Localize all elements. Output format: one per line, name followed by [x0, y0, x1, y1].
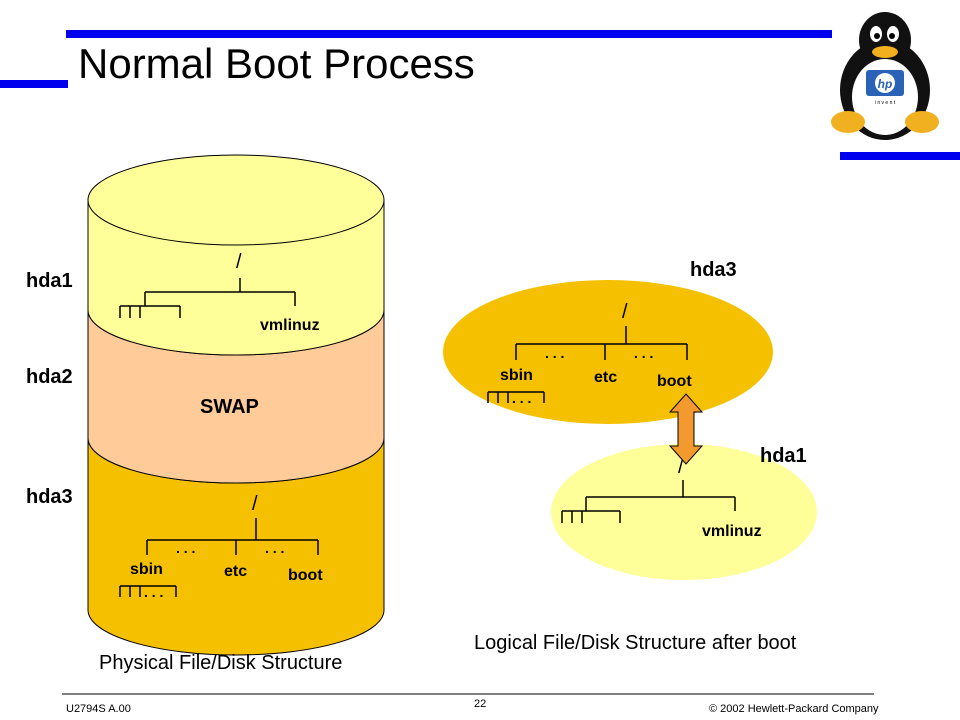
logical-hda3-ellipsis-3: . . . [512, 390, 531, 406]
physical-hda3-root: / [252, 493, 258, 515]
page-number: 22 [474, 698, 487, 710]
logical-hda3-root: / [622, 301, 628, 323]
invent-text: i n v e n t [875, 100, 896, 106]
physical-hda3-sbin: sbin [130, 561, 163, 578]
physical-hda1-vmlinuz: vmlinuz [260, 317, 320, 334]
physical-hda1-root: / [236, 251, 242, 273]
logical-hda3-boot: boot [657, 373, 692, 390]
logical-hda3-tree [487, 326, 688, 403]
logical-hda3-ellipse [443, 280, 773, 424]
physical-hda3-boot: boot [288, 567, 323, 584]
top-accent-bar [66, 30, 832, 38]
physical-hda3-ellipsis-2: . . . [265, 540, 284, 556]
logical-caption: Logical File/Disk Structure after boot [474, 632, 797, 654]
logical-hda1-ellipse [551, 444, 817, 580]
physical-hda3-etc: etc [224, 563, 247, 580]
swap-label: SWAP [200, 396, 259, 418]
logical-hda3-ellipsis-1: . . . [545, 345, 564, 361]
right-accent-bar [840, 152, 960, 160]
physical-hda3-tree [119, 518, 319, 597]
logical-hda3-sbin: sbin [500, 367, 533, 384]
hda3-label: hda3 [26, 486, 73, 508]
logical-hda1-root: / [678, 456, 684, 478]
physical-hda3-ellipsis-1: . . . [176, 540, 195, 556]
logical-hda3-etc: etc [594, 369, 617, 386]
hda2-label: hda2 [26, 366, 73, 388]
tux-hp-logo: hp i n v e n t [831, 12, 939, 140]
hp-logo-text: hp [878, 77, 893, 91]
hda1-label: hda1 [26, 270, 73, 292]
physical-caption: Physical File/Disk Structure [99, 652, 343, 674]
logical-hda1-vmlinuz: vmlinuz [702, 523, 762, 540]
logical-hda1-tree [561, 480, 736, 523]
copyright: © 2002 Hewlett-Packard Company [709, 703, 879, 715]
course-code: U2794S A.00 [66, 703, 131, 715]
logical-hda1-label: hda1 [760, 445, 807, 467]
physical-hda1-tree [119, 278, 296, 318]
logical-hda3-ellipsis-2: . . . [634, 345, 653, 361]
page-title: Normal Boot Process [78, 40, 475, 87]
physical-hda3-ellipsis-3: . . . [144, 584, 163, 600]
left-accent-bar [0, 80, 68, 88]
cylinder-top [87, 154, 385, 246]
mount-double-arrow [668, 393, 704, 465]
logical-hda3-label: hda3 [690, 259, 737, 281]
